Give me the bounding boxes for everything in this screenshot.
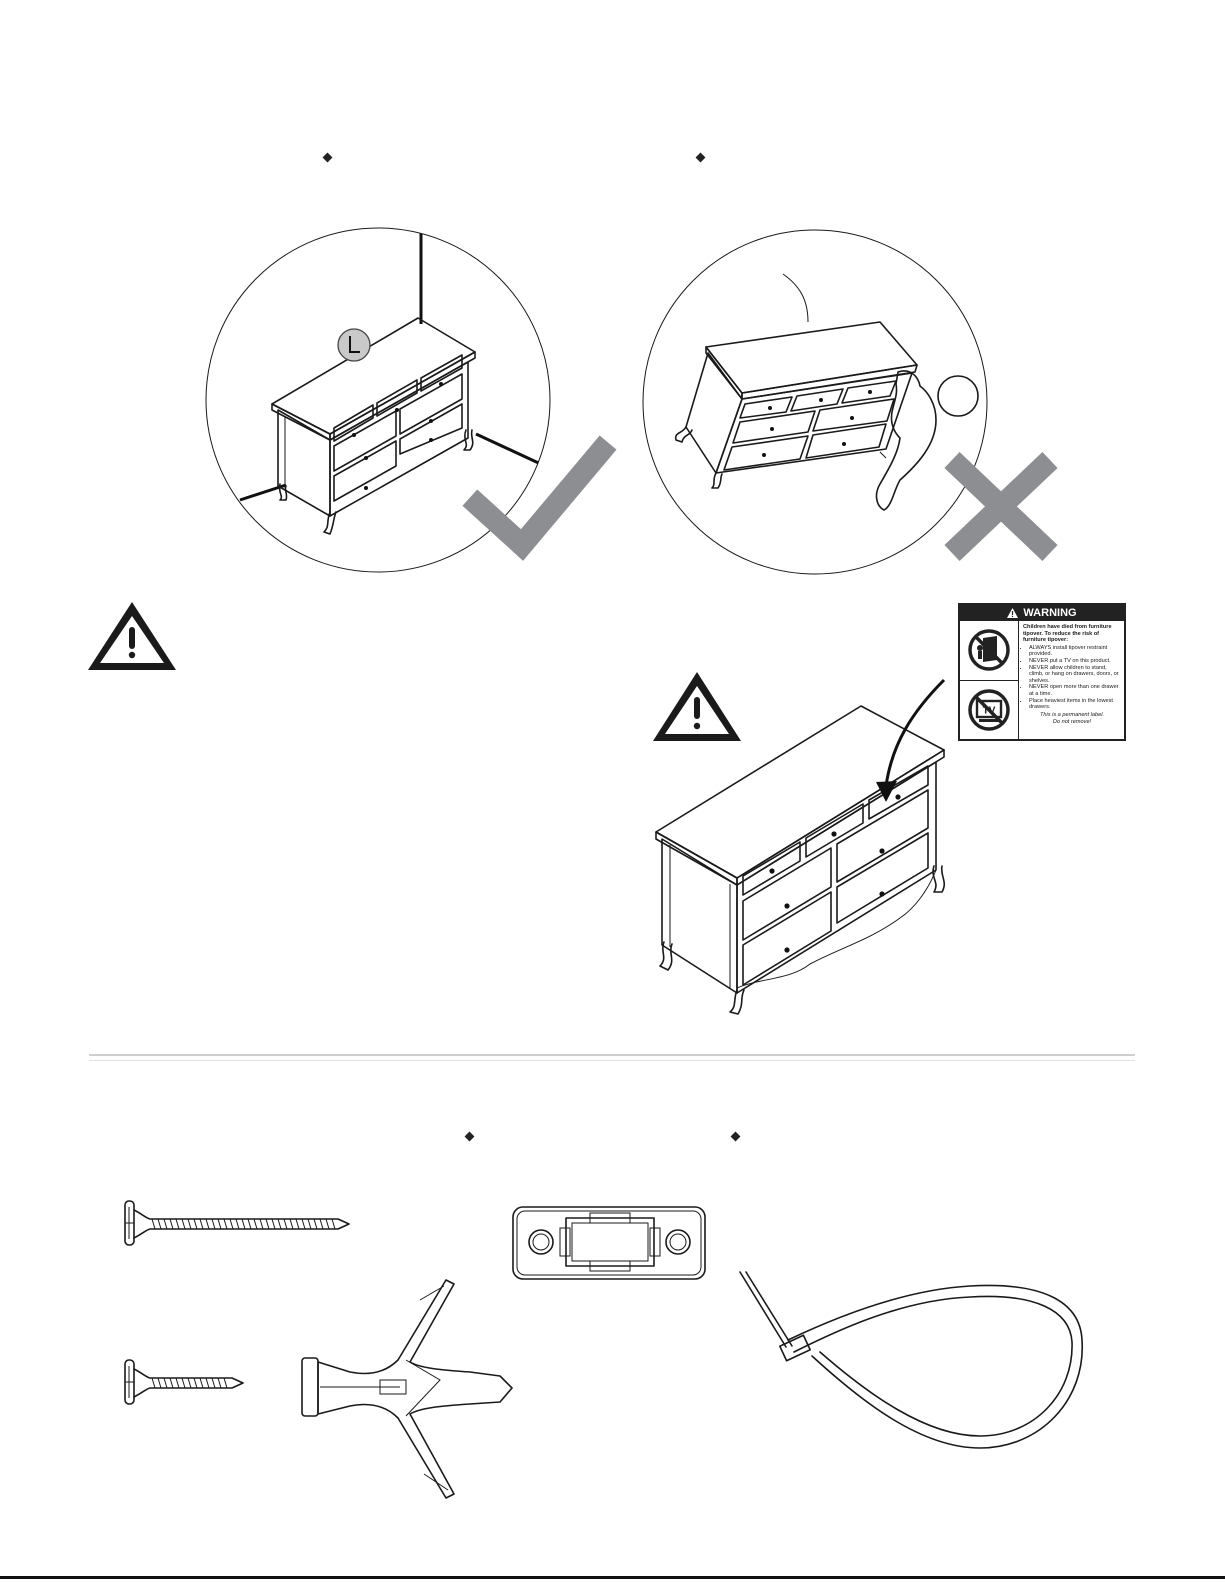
- page-bottom-border: [0, 1576, 1225, 1579]
- anchor-bracket-illustration: [512, 1206, 706, 1280]
- warning-small-icon: [1007, 608, 1019, 618]
- short-screw-illustration: [124, 1359, 244, 1405]
- check-mark-icon: [462, 435, 617, 561]
- warning-label-title: WARNING: [1023, 607, 1077, 619]
- no-tv-icon: TV: [960, 681, 1018, 740]
- warning-item: NEVER put a TV on this product.: [1029, 658, 1121, 665]
- correct-anchored-dresser-illustration: [205, 227, 617, 573]
- warning-item: NEVER open more than one drawer at a tim…: [1029, 684, 1121, 697]
- no-climbing-icon: [960, 621, 1018, 681]
- cable-tie-illustration: [739, 1271, 1083, 1449]
- warning-item: NEVER allow children to stand, climb, or…: [1029, 665, 1121, 685]
- section-divider: [89, 1054, 1135, 1061]
- warning-label-header: WARNING: [960, 605, 1124, 621]
- long-screw-illustration: [124, 1200, 350, 1246]
- warning-triangle-icon-1: [88, 602, 176, 670]
- warning-item: ALWAYS install tipover restraint provide…: [1029, 645, 1121, 658]
- warning-triangle-icon-2: [653, 672, 741, 741]
- warning-label-intro: Children have died from furniture tipove…: [1023, 624, 1112, 644]
- warning-label-footer-2: Do not remove!: [1052, 719, 1092, 726]
- warning-label-footer-1: This is a permanent label.: [1039, 711, 1105, 718]
- incorrect-tipping-dresser-illustration: [642, 229, 1058, 575]
- x-mark-icon: [944, 452, 1058, 561]
- warning-item: Place heaviest items in the lowest drawe…: [1029, 698, 1121, 711]
- wall-anchor-illustration: [301, 1279, 513, 1499]
- dresser-label-location-illustration: [655, 678, 946, 1015]
- warning-label: WARNING TV: [958, 603, 1126, 741]
